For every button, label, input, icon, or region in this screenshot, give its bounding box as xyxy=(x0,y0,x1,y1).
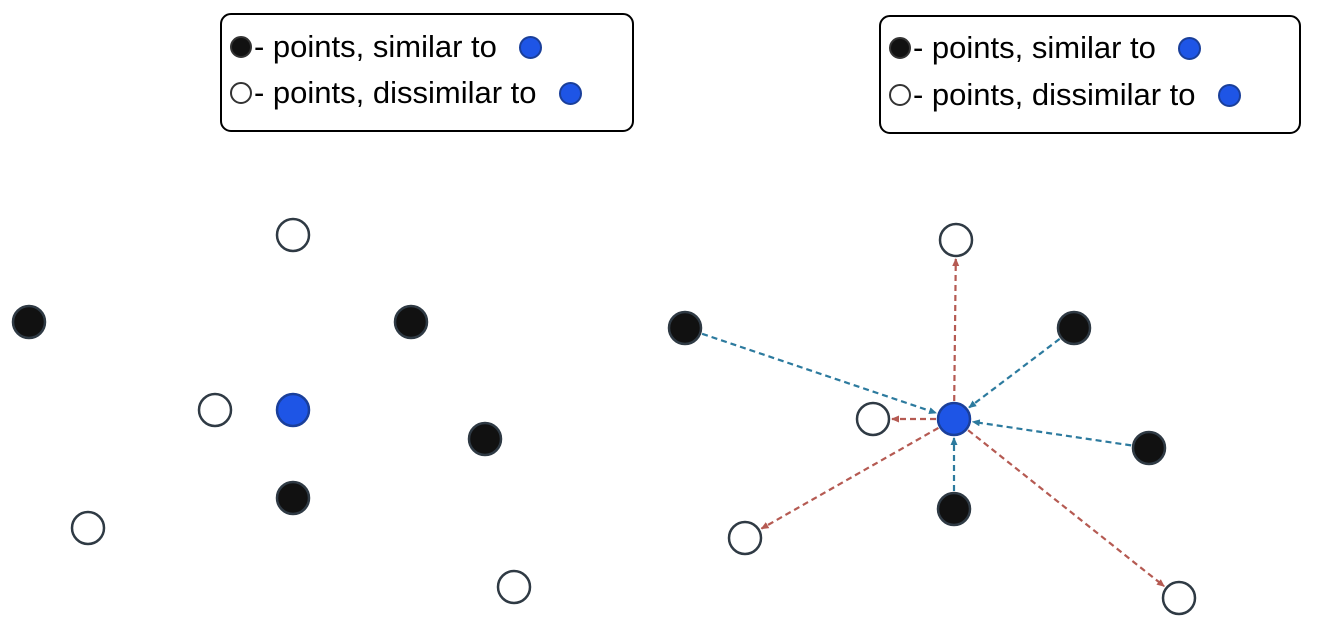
legend-row-dissimilar: - points, dissimilar to xyxy=(889,75,1241,115)
legend-left: - points, similar to - points, dissimila… xyxy=(220,13,634,132)
legend-similar-label: - points, similar to xyxy=(254,29,497,64)
repel-arrow xyxy=(952,258,960,402)
arrow-group xyxy=(701,258,1165,588)
legend-right: - points, similar to - points, dissimila… xyxy=(879,15,1301,134)
similar-point xyxy=(936,491,972,527)
dissimilar-point xyxy=(1161,580,1197,616)
similar-point xyxy=(11,304,47,340)
similar-point xyxy=(275,480,311,516)
legend-row-similar: - points, similar to xyxy=(889,28,1201,68)
panel-before xyxy=(11,217,532,605)
anchor-point-marker-icon xyxy=(1177,36,1201,60)
similar-point xyxy=(393,304,429,340)
attract-arrow xyxy=(968,338,1061,409)
dissimilar-point xyxy=(197,392,233,428)
similar-point xyxy=(1131,430,1167,466)
attract-arrow xyxy=(701,332,937,414)
anchor-point xyxy=(936,401,972,437)
dissimilar-point xyxy=(70,510,106,546)
similar-point xyxy=(667,310,703,346)
legend-dissimilar-label: - points, dissimilar to xyxy=(913,77,1196,112)
dissimilar-point xyxy=(855,401,891,437)
repel-arrow xyxy=(967,429,1165,588)
legend-row-dissimilar: - points, dissimilar to xyxy=(230,73,582,113)
anchor-point-marker-icon xyxy=(518,35,542,59)
similar-point xyxy=(1056,310,1092,346)
attract-arrow xyxy=(971,419,1132,447)
dissimilar-point xyxy=(938,222,974,258)
point-group xyxy=(667,222,1197,616)
anchor-point xyxy=(275,392,311,428)
similar-point xyxy=(467,421,503,457)
legend-similar-label: - points, similar to xyxy=(913,30,1156,65)
similar-point-marker-icon xyxy=(230,36,252,58)
dissimilar-point-marker-icon xyxy=(889,84,911,106)
similar-point-marker-icon xyxy=(889,37,911,59)
dissimilar-point xyxy=(275,217,311,253)
anchor-point-marker-icon xyxy=(1217,83,1241,107)
panel-after xyxy=(667,222,1197,616)
dissimilar-point xyxy=(496,569,532,605)
anchor-point-marker-icon xyxy=(558,81,582,105)
legend-row-similar: - points, similar to xyxy=(230,27,542,67)
repel-arrow xyxy=(760,426,939,530)
legend-dissimilar-label: - points, dissimilar to xyxy=(254,75,537,110)
dissimilar-point-marker-icon xyxy=(230,82,252,104)
dissimilar-point xyxy=(727,520,763,556)
